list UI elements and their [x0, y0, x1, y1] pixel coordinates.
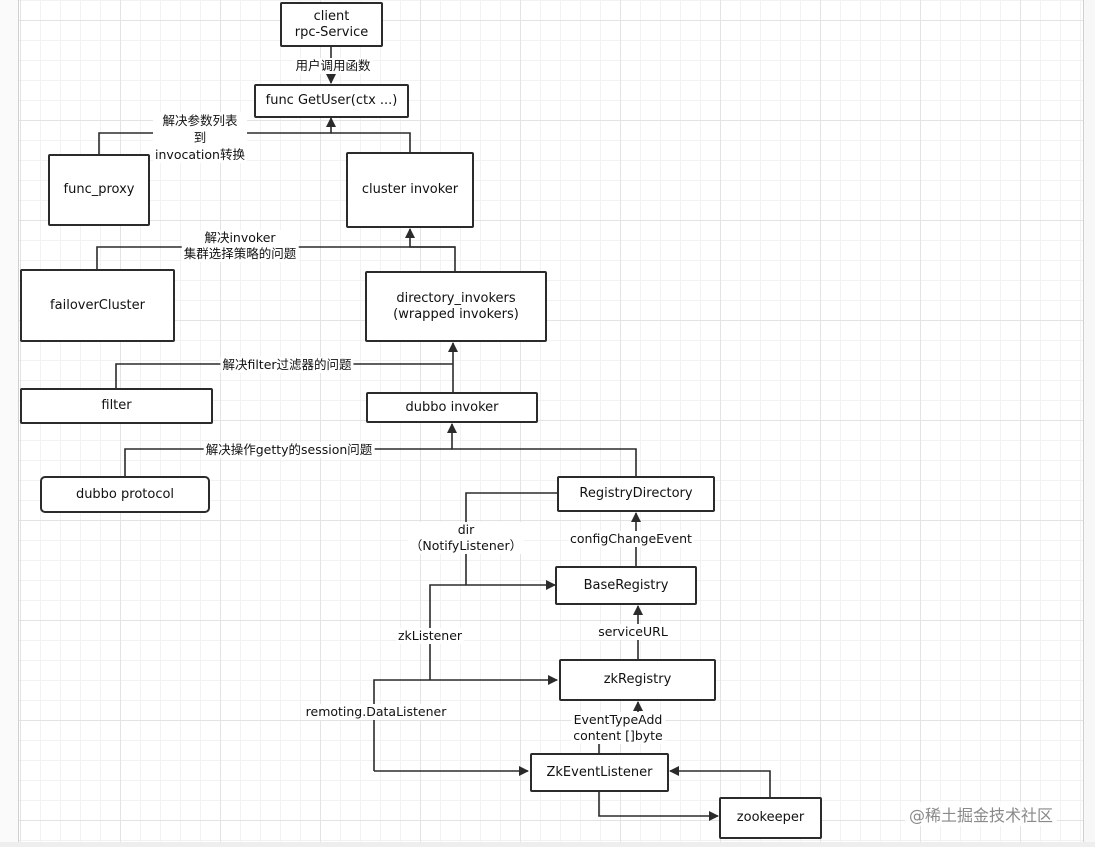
edge-zklistener-to-base	[429, 580, 556, 680]
label-service-url: serviceURL	[596, 624, 670, 640]
frame-right-edge	[1083, 0, 1095, 847]
node-dubbo-invoker[interactable]: dubbo invoker	[366, 392, 538, 423]
edge-registrydir-to-dubboinvoker	[447, 423, 637, 476]
edge-zkevent-to-zookeeper	[598, 792, 719, 821]
node-failover-cluster[interactable]: failoverCluster	[20, 269, 175, 342]
node-base-registry[interactable]: BaseRegistry	[555, 566, 697, 605]
label-resolve-getty: 解决操作getty的session问题	[203, 442, 375, 458]
node-filter[interactable]: filter	[20, 388, 213, 424]
edge-zookeeper-to-zkevent	[669, 766, 771, 797]
edge-remoting-to-zkregistry	[373, 675, 558, 771]
node-dubbo-protocol[interactable]: dubbo protocol	[40, 476, 210, 513]
node-directory-invokers[interactable]: directory_invokers (wrapped invokers)	[365, 271, 547, 342]
label-user-call: 用户调用函数	[293, 58, 373, 74]
frame-bottom-edge	[0, 842, 1095, 847]
watermark-text: @稀土掘金技术社区	[905, 802, 1058, 826]
node-registry-directory[interactable]: RegistryDirectory	[557, 476, 715, 512]
label-resolve-invoker: 解决invoker 集群选择策略的问题	[181, 230, 299, 262]
label-event-type: EventTypeAdd content []byte	[571, 712, 665, 744]
node-client[interactable]: client rpc-Service	[280, 2, 383, 47]
edge-cluster-to-getuser	[331, 132, 411, 152]
label-zk-listener: zkListener	[395, 628, 465, 644]
node-zk-event-listener[interactable]: ZkEventListener	[530, 753, 669, 792]
label-resolve-params: 解决参数列表 到 invocation转换	[153, 112, 247, 163]
node-zk-registry[interactable]: zkRegistry	[559, 659, 716, 701]
label-remoting-data: remoting.DataListener	[303, 704, 449, 720]
edge-failover-to-cluster	[96, 246, 455, 269]
label-resolve-filter: 解决filter过滤器的问题	[220, 357, 354, 373]
node-zookeeper[interactable]: zookeeper	[719, 797, 822, 839]
node-func-getuser[interactable]: func GetUser(ctx ...)	[254, 84, 409, 118]
frame-left-edge	[0, 0, 19, 847]
edge-directory-to-cluster	[405, 228, 456, 271]
edge-dir-notify	[465, 492, 557, 585]
node-cluster-invoker[interactable]: cluster invoker	[346, 152, 474, 228]
node-func-proxy[interactable]: func_proxy	[48, 154, 150, 226]
label-dir-notify: dir （NotifyListener）	[407, 522, 525, 554]
label-config-change: configChangeEvent	[568, 531, 694, 547]
